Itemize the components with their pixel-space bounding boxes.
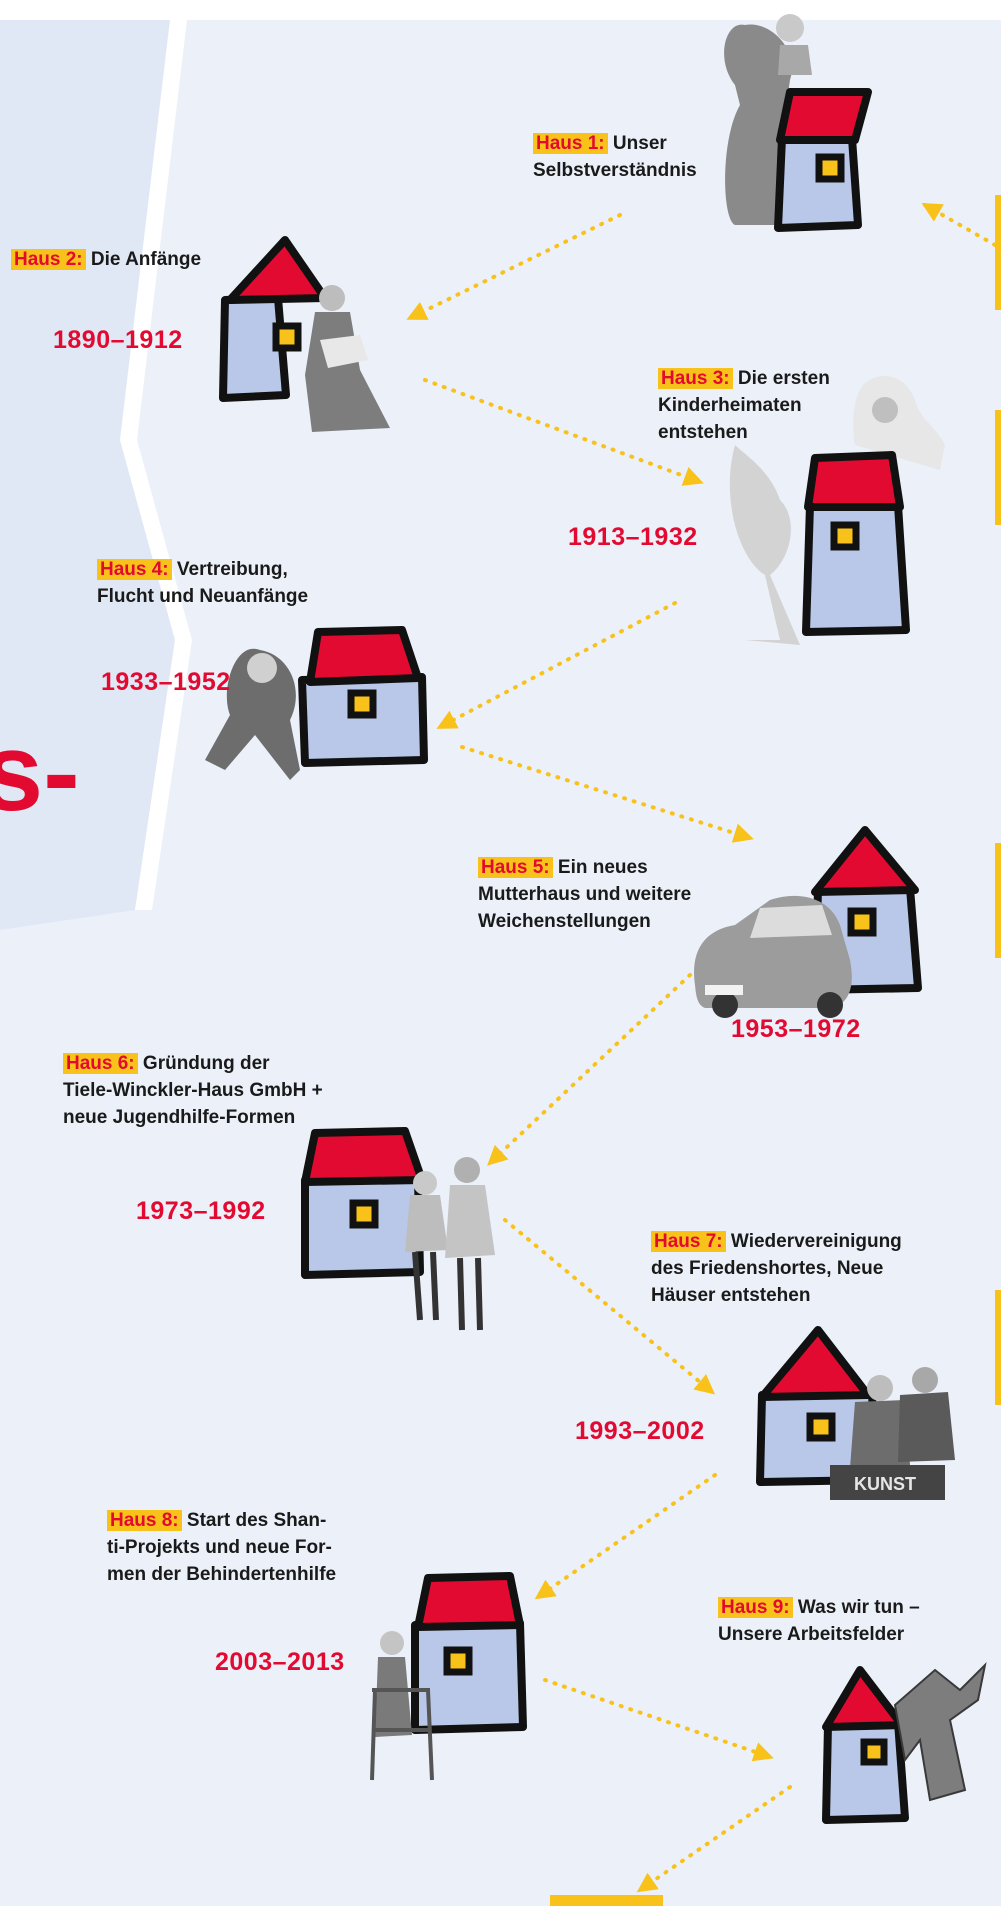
house-window [851, 911, 873, 933]
house-6-line3: neue Jugendhilfe-Formen [63, 1107, 295, 1128]
house-roof [808, 455, 900, 507]
house-6-line2: Tiele-Winckler-Haus GmbH + [63, 1080, 323, 1101]
house-1-tag: Haus 1: [533, 133, 608, 154]
house-1-label: Haus 1: Unser Selbstverständnis [533, 130, 697, 184]
house-6-years: 1973–1992 [136, 1197, 266, 1226]
house-3-tag: Haus 3: [658, 368, 733, 389]
photo-child [454, 1157, 480, 1183]
house-8-tag: Haus 8: [107, 1510, 182, 1531]
house-8-line2: ti-Projekts und neue For- [107, 1537, 332, 1558]
house-1-line1: Unser [613, 133, 667, 154]
house-window [834, 525, 856, 547]
photo-figure [776, 14, 804, 42]
side-tab [995, 843, 1001, 958]
photo-figure [872, 397, 898, 423]
house-4-line2: Flucht und Neuanfänge [97, 586, 308, 607]
house-5-tag: Haus 5: [478, 857, 553, 878]
house-4-years: 1933–1952 [101, 668, 231, 697]
house-5-label: Haus 5: Ein neues Mutterhaus und weitere… [478, 854, 691, 935]
house-7-line3: Häuser entstehen [651, 1285, 810, 1306]
photo-person [380, 1631, 404, 1655]
house-9-tag: Haus 9: [718, 1597, 793, 1618]
house-window [447, 1650, 469, 1672]
house-5-years: 1953–1972 [731, 1015, 861, 1044]
house-4-line1: Vertreibung, [177, 559, 288, 580]
photo-child [413, 1171, 437, 1195]
house-8-years: 2003–2013 [215, 1648, 345, 1677]
house-6-tag: Haus 6: [63, 1053, 138, 1074]
photo-sign-text: KUNST [854, 1474, 916, 1494]
house-5-line3: Weichenstellungen [478, 911, 651, 932]
photo-person [912, 1367, 938, 1393]
house-2-years: 1890–1912 [53, 326, 183, 355]
house-7-line1: Wiedervereinigung [731, 1231, 902, 1252]
house-7-years: 1993–2002 [575, 1417, 705, 1446]
house-1-line2: Selbstverständnis [533, 160, 697, 181]
house-3-line3: entstehen [658, 422, 748, 443]
house-9-line1: Was wir tun – [798, 1597, 920, 1618]
house-7-line2: des Friedenshortes, Neue [651, 1258, 883, 1279]
photo-person [867, 1375, 893, 1401]
photo-child [247, 653, 277, 683]
house-8-line1: Start des Shan- [187, 1510, 326, 1531]
house-9-label: Haus 9: Was wir tun – Unsere Arbeitsfeld… [718, 1594, 920, 1648]
house-5-line2: Mutterhaus und weitere [478, 884, 691, 905]
photo-figure [778, 45, 812, 75]
house-window [810, 1416, 832, 1438]
house-window [819, 157, 841, 179]
house-4-label: Haus 4: Vertreibung, Flucht und Neuanfän… [97, 556, 308, 610]
house-7-tag: Haus 7: [651, 1231, 726, 1252]
house-3-label: Haus 3: Die ersten Kinderheimaten entste… [658, 365, 830, 446]
house-window [351, 693, 373, 715]
side-tab [995, 195, 1001, 310]
house-3-years: 1913–1932 [568, 523, 698, 552]
house-6-label: Haus 6: Gründung der Tiele-Winckler-Haus… [63, 1050, 323, 1131]
house-7-label: Haus 7: Wiedervereinigung des Friedensho… [651, 1228, 902, 1309]
bottom-tab [550, 1895, 663, 1906]
house-3-line2: Kinderheimaten [658, 395, 802, 416]
house-3-line1: Die ersten [738, 368, 830, 389]
side-tab [995, 1290, 1001, 1405]
house-window [353, 1203, 375, 1225]
house-4-tag: Haus 4: [97, 559, 172, 580]
house-roof [418, 1576, 520, 1627]
house-roof [780, 92, 868, 140]
house-2-line1: Die Anfänge [91, 249, 201, 270]
house-8-label: Haus 8: Start des Shan- ti-Projekts und … [107, 1507, 336, 1588]
title-fragment: s- [0, 718, 80, 828]
house-2-label: Haus 2: Die Anfänge [11, 246, 201, 273]
house-5-line1: Ein neues [558, 857, 648, 878]
house-6-line1: Gründung der [143, 1053, 270, 1074]
house-window [864, 1742, 884, 1762]
house-9-line2: Unsere Arbeitsfelder [718, 1624, 904, 1645]
house-window [276, 326, 298, 348]
house-wall [826, 1722, 905, 1820]
photo-car-window [750, 905, 832, 938]
photo-person [898, 1392, 955, 1462]
house-roof [305, 1131, 422, 1182]
photo-figure [319, 285, 345, 311]
house-wall [778, 138, 858, 228]
side-tab [995, 410, 1001, 525]
house-8-line3: men der Behindertenhilfe [107, 1564, 336, 1585]
photo-plate [705, 985, 743, 995]
house-wall [415, 1623, 523, 1730]
house-2-tag: Haus 2: [11, 249, 86, 270]
house-roof [310, 630, 418, 682]
